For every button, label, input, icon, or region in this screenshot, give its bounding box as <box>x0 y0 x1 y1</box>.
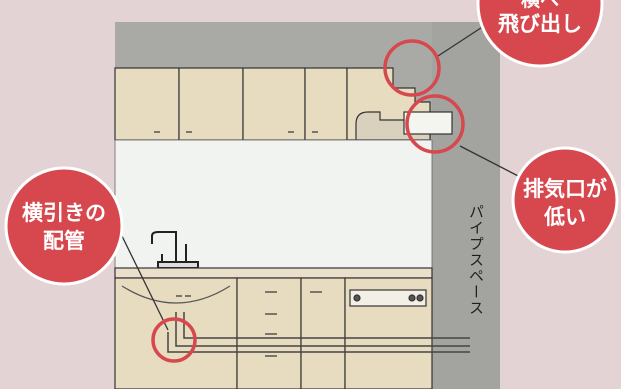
ring-piping <box>151 317 197 363</box>
callout-top-right-line1: 横へ <box>521 0 559 11</box>
pipe-space-column <box>432 22 500 389</box>
ring-exhaust <box>405 94 465 154</box>
callout-badge-top-right: 横へ 飛び出し <box>476 0 604 68</box>
backsplash <box>114 139 433 269</box>
callout-top-right-line2: 飛び出し <box>498 12 582 36</box>
callout-piping-line2: 配管 <box>43 229 85 253</box>
callout-rings <box>151 39 465 363</box>
exhaust-duct <box>403 111 453 135</box>
callout-exhaust-line1: 排気口が <box>523 177 607 201</box>
countertop <box>114 267 433 279</box>
faucet <box>151 231 199 269</box>
lower-cabinets <box>114 277 433 389</box>
callout-piping-line1: 横引きの <box>22 201 106 225</box>
pipe-space-label: パイプスペース <box>467 204 485 316</box>
ring-top-right <box>383 39 441 97</box>
callout-badge-exhaust: 排気口が 低い <box>511 146 619 254</box>
callout-badge-piping: 横引きの 配管 <box>4 166 124 286</box>
callout-exhaust-line2: 低い <box>543 205 586 229</box>
